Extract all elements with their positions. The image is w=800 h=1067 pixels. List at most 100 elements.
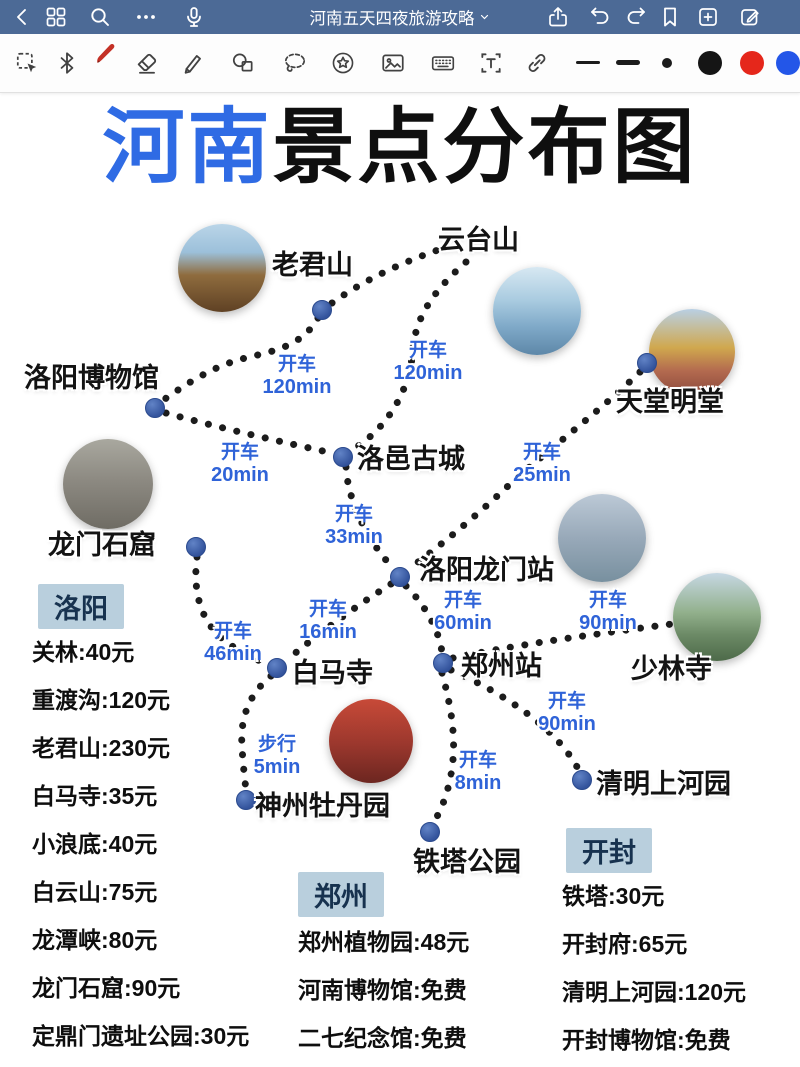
more-icon[interactable] <box>134 5 158 29</box>
photo-laojunshan <box>178 224 266 312</box>
city-header-zhengzhou: 郑州 <box>298 872 384 917</box>
drawing-toolbar <box>0 34 800 93</box>
stroke-thick-icon[interactable] <box>616 60 640 65</box>
bluetooth-icon[interactable] <box>52 48 82 78</box>
price-item: 白云山:75元 <box>32 879 158 905</box>
color-blue-swatch[interactable] <box>776 51 800 75</box>
price-list-kaifeng: 铁塔:30元 开封府:65元 清明上河园:120元 开封博物馆:免费 <box>562 870 746 1062</box>
color-black-swatch[interactable] <box>698 51 722 75</box>
pages-grid-icon[interactable] <box>44 5 68 29</box>
price-item: 清明上河园:120元 <box>562 979 747 1005</box>
price-item: 龙门石窟:90元 <box>32 975 181 1001</box>
photo-yuntaishan <box>493 267 581 355</box>
price-item: 白马寺:35元 <box>32 783 158 809</box>
photo-luoyanglongmenzhan <box>558 494 646 582</box>
price-item: 郑州植物园:48元 <box>298 929 470 955</box>
node-label-tieta: 铁塔公园 <box>413 847 521 877</box>
highlighter-tool-icon[interactable] <box>178 48 208 78</box>
note-title-text: 河南五天四夜旅游攻略 <box>309 10 475 28</box>
node-dot-longmenshiku <box>186 537 206 557</box>
map-title-rest: 景点分布图 <box>272 99 698 195</box>
price-list-luoyang: 关林:40元 重渡沟:120元 老君山:230元 白马寺:35元 小浪底:40元… <box>32 626 249 1058</box>
node-dot-longmenzhan <box>390 567 410 587</box>
node-label-luoyigucheng: 洛邑古城 <box>357 444 465 474</box>
lasso-tool-icon[interactable] <box>280 48 310 78</box>
top-bar: 河南五天四夜旅游攻略 <box>0 0 800 34</box>
price-item: 开封府:65元 <box>562 931 688 957</box>
redo-icon[interactable] <box>624 5 648 29</box>
map-title-highlight: 河南 <box>102 99 273 195</box>
price-item: 铁塔:30元 <box>562 883 665 909</box>
stroke-thin-icon[interactable] <box>576 61 600 64</box>
price-item: 龙潭峡:80元 <box>32 927 158 953</box>
node-label-longmenshiku: 龙门石窟 <box>48 530 156 560</box>
image-tool-icon[interactable] <box>378 48 408 78</box>
node-dot-tieta <box>420 822 440 842</box>
link-tool-icon[interactable] <box>522 48 552 78</box>
share-icon[interactable] <box>546 5 570 29</box>
price-item: 开封博物馆:免费 <box>562 1027 731 1053</box>
chevron-down-icon <box>480 14 489 20</box>
photo-shaolinsi <box>673 573 761 661</box>
sticker-tool-icon[interactable] <box>328 48 358 78</box>
photo-tiantangmingtang <box>649 309 735 395</box>
note-title[interactable]: 河南五天四夜旅游攻略 <box>310 0 491 34</box>
price-item: 小浪底:40元 <box>32 831 158 857</box>
text-tool-icon[interactable] <box>476 48 506 78</box>
node-label-bowuguan: 洛阳博物馆 <box>24 363 159 393</box>
select-tool-icon[interactable] <box>12 48 42 78</box>
price-item: 重渡沟:120元 <box>32 687 171 713</box>
node-label-baimasi: 白马寺 <box>292 658 373 688</box>
keyboard-tool-icon[interactable] <box>428 48 458 78</box>
node-label-laojunshan: 老君山 <box>272 250 353 280</box>
node-dot-laojunshan <box>312 300 332 320</box>
node-label-zhengzhouzhan: 郑州站 <box>461 651 542 681</box>
compose-icon[interactable] <box>738 5 762 29</box>
undo-icon[interactable] <box>588 5 612 29</box>
node-dot-zhengzhouzhan <box>433 653 453 673</box>
shapes-tool-icon[interactable] <box>228 48 258 78</box>
node-dot-qingmingshanghe <box>572 770 592 790</box>
node-label-qingmingshanghe: 清明上河园 <box>596 769 731 799</box>
price-item: 二七纪念馆:免费 <box>298 1025 467 1051</box>
node-label-mudanyuan: 神州牡丹园 <box>255 791 390 821</box>
node-dot-baimasi <box>267 658 287 678</box>
node-label-shaolinsi: 少林寺 <box>631 654 712 684</box>
back-icon[interactable] <box>10 5 34 29</box>
search-icon[interactable] <box>88 5 112 29</box>
node-label-yuntaishan: 云台山 <box>438 225 519 255</box>
photo-mudanyuan <box>329 699 413 783</box>
map-title: 河南景点分布图 <box>0 96 800 199</box>
color-red-swatch[interactable] <box>740 51 764 75</box>
city-header-kaifeng: 开封 <box>566 828 652 873</box>
node-dot-luoyigucheng <box>333 447 353 467</box>
node-label-tiantangmingtang: 天堂明堂 <box>616 387 724 417</box>
price-item: 河南博物馆:免费 <box>298 977 467 1003</box>
photo-longmenshiku <box>63 439 153 529</box>
price-list-zhengzhou: 郑州植物园:48元 河南博物馆:免费 二七纪念馆:免费 <box>298 916 469 1060</box>
price-item: 定鼎门遗址公园:30元 <box>32 1023 250 1049</box>
price-item: 老君山:230元 <box>32 735 171 761</box>
pen-tool-icon[interactable] <box>90 38 120 68</box>
node-dot-tiantangmingtang <box>637 353 657 373</box>
microphone-icon[interactable] <box>182 5 206 29</box>
eraser-tool-icon[interactable] <box>132 48 162 78</box>
node-label-longmenzhan: 洛阳龙门站 <box>419 555 554 585</box>
node-dot-bowuguan <box>145 398 165 418</box>
stroke-dot-icon[interactable] <box>662 58 672 68</box>
bookmark-icon[interactable] <box>658 5 682 29</box>
price-item: 关林:40元 <box>32 639 135 665</box>
add-page-icon[interactable] <box>696 5 720 29</box>
